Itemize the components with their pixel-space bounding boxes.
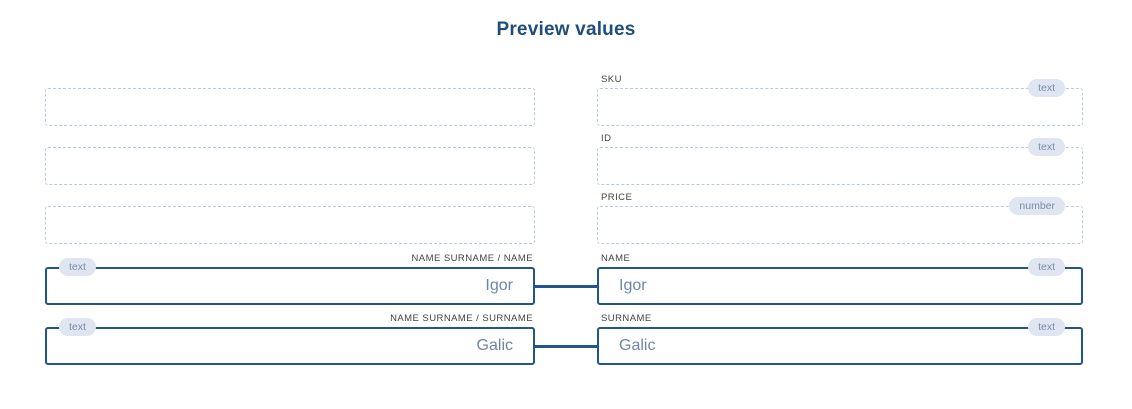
right-field-price-type-badge: number [1009,197,1065,215]
left-field-name-surname-surname-type-badge: text [59,318,96,336]
right-field-sku-type-badge: text [1028,79,1065,97]
right-field-sku-box[interactable] [597,88,1083,126]
right-field-id-label: ID [601,133,612,144]
right-field-surname-label: SURNAME [601,313,652,324]
left-field-name-surname-name-value: Igor [485,277,513,294]
page-title: Preview values [496,19,636,40]
left-field-name-surname-name-type-badge: text [59,258,96,276]
connector-surname [535,345,597,348]
right-field-id-box[interactable] [597,147,1083,185]
right-field-price-box[interactable] [597,206,1083,244]
left-field-2-box[interactable] [45,147,535,185]
right-field-surname-value: Galic [619,337,656,354]
right-field-name-box[interactable] [597,267,1083,305]
right-field-name-value: Igor [619,277,647,294]
left-field-1[interactable] [45,88,535,126]
right-field-name-label: NAME [601,253,631,264]
connector-name [535,285,597,288]
left-field-1-box[interactable] [45,88,535,126]
right-field-surname-box[interactable] [597,327,1083,365]
left-field-name-surname-surname[interactable]: NAME SURNAME / SURNAME Galic text [45,313,535,365]
right-field-id[interactable]: ID text [597,133,1083,185]
left-column: NAME SURNAME / NAME Igor text NAME SURNA… [45,0,535,409]
left-field-name-surname-name[interactable]: NAME SURNAME / NAME Igor text [45,253,535,305]
right-field-price-label: PRICE [601,192,633,203]
right-field-surname-type-badge: text [1028,318,1065,336]
right-column: SKU text ID text PRICE number NAME Igor … [597,0,1083,409]
right-field-price[interactable]: PRICE number [597,192,1083,244]
left-field-3[interactable] [45,206,535,244]
right-field-sku-label: SKU [601,74,622,85]
right-field-name[interactable]: NAME Igor text [597,253,1083,305]
left-field-name-surname-surname-box[interactable] [45,327,535,365]
right-field-name-type-badge: text [1028,258,1065,276]
left-field-name-surname-name-box[interactable] [45,267,535,305]
right-field-surname[interactable]: SURNAME Galic text [597,313,1083,365]
left-field-name-surname-name-label: NAME SURNAME / NAME [411,253,533,264]
right-field-sku[interactable]: SKU text [597,74,1083,126]
left-field-name-surname-surname-value: Galic [476,337,513,354]
right-field-id-type-badge: text [1028,138,1065,156]
left-field-3-box[interactable] [45,206,535,244]
left-field-2[interactable] [45,147,535,185]
left-field-name-surname-surname-label: NAME SURNAME / SURNAME [390,313,533,324]
